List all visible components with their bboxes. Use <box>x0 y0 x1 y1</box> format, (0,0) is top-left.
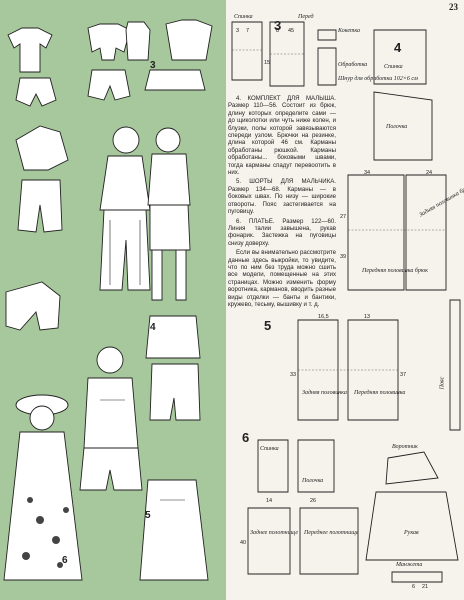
child-pants-sketch <box>99 209 151 291</box>
patterns-panel: 23 3 4 5 6 Спинка Перед Кокетка Обработк… <box>226 0 464 600</box>
girl-dress-sketch <box>3 431 83 581</box>
tank-top-sketch <box>165 19 213 61</box>
label-front-trouser: Передняя половинка брюк <box>362 268 428 274</box>
pattern-front-skirt <box>299 507 359 575</box>
pattern-back-trouser <box>347 174 405 291</box>
fig-number-6: 6 <box>62 555 68 566</box>
diagram-number-5: 5 <box>264 318 272 333</box>
label-sleeve: Рукав <box>404 530 419 536</box>
label-front-5: Передняя половинка <box>354 390 406 396</box>
diagram-number-6: 6 <box>242 430 250 445</box>
label-back-4: Спинка <box>384 64 403 70</box>
dim-label: 21 <box>422 584 429 590</box>
fig-number-5: 5 <box>145 510 151 521</box>
pattern-back-5 <box>297 319 339 421</box>
boy-shirt-sketch <box>83 377 139 449</box>
boy-shorts-sketch <box>79 447 143 491</box>
label-waistband: Пояс <box>439 376 446 390</box>
dim-label: 14 <box>266 498 273 504</box>
dim-label: 13 <box>364 314 371 320</box>
dim-label: 34 <box>364 170 371 176</box>
dim-label: 7 <box>246 28 250 34</box>
pattern-back-3 <box>231 21 263 81</box>
dim-label: 40 <box>240 540 247 546</box>
pants-small-sketch <box>87 69 131 101</box>
dim-label: 45 <box>288 28 295 34</box>
dim-label: 24 <box>426 170 433 176</box>
pattern-back-skirt <box>247 507 291 575</box>
label-front-4: Полочка <box>386 124 408 130</box>
pattern-front-3 <box>269 21 305 87</box>
diagram-number-3: 3 <box>274 18 282 33</box>
pattern-waistband <box>449 299 461 431</box>
dim-label: 8 <box>276 28 280 34</box>
label-cuff: Манжета <box>396 562 423 568</box>
label-front-6: Полочка <box>302 478 324 484</box>
dress-small-sketch <box>139 479 209 581</box>
child-top-sketch <box>99 155 151 211</box>
dim-label: 27 <box>340 214 347 220</box>
article-text: 4. КОМПЛЕКТ ДЛЯ МАЛЫША. Размер 110—56. С… <box>228 95 336 310</box>
shorts-sketch <box>15 77 57 107</box>
jacket-sketch <box>87 23 131 61</box>
article-paragraph-4: 4. КОМПЛЕКТ ДЛЯ МАЛЫША. Размер 110—56. С… <box>228 95 336 177</box>
article-paragraph-6: 6. ПЛАТЬЕ. Размер 122—60. Линия талии за… <box>228 217 336 247</box>
label-back-skirt: Заднее полотнище <box>250 530 298 536</box>
label-front-3: Перед <box>298 14 314 20</box>
fig-number-4: 4 <box>150 322 156 333</box>
fashion-illustrations <box>3 19 213 581</box>
article-paragraph-note: Если вы внимательно рассмотрите данные з… <box>228 249 336 308</box>
fig-number-3: 3 <box>150 60 156 71</box>
pattern-front-5 <box>347 319 399 421</box>
top-sketch <box>125 21 151 61</box>
dim-label: 15 <box>264 60 271 66</box>
label-trim: Обработка <box>338 62 368 68</box>
pattern-back-6 <box>257 439 289 493</box>
dim-label: 33 <box>290 372 297 378</box>
dim-label: 3 <box>236 28 240 34</box>
label-back-3: Спинка <box>234 14 253 20</box>
pattern-front-4 <box>373 91 433 161</box>
dim-label: 39 <box>340 254 347 260</box>
dim-label: 26 <box>310 498 317 504</box>
dim-label: 16,5 <box>318 314 329 320</box>
label-collar: Воротник <box>392 444 418 450</box>
label-back-5: Задняя половинка <box>302 390 347 396</box>
label-cord: Шнур для обработки 102×6 см <box>338 76 418 82</box>
dim-label: 37 <box>400 372 407 378</box>
diagram-number-4: 4 <box>394 40 402 55</box>
article-paragraph-5: 5. ШОРТЫ ДЛЯ МАЛЬЧИКА. Размер 134—68. Ка… <box>228 178 336 216</box>
dim-label: 6 <box>412 584 416 590</box>
label-back-6: Спинка <box>260 446 279 452</box>
blouse-sketch <box>7 27 53 73</box>
pattern-drawings <box>231 21 461 583</box>
label-front-skirt: Переднее полотнище <box>304 530 359 536</box>
pattern-back-4 <box>373 29 427 85</box>
child-head-sketch <box>112 126 140 154</box>
page-number: 23 <box>449 2 458 12</box>
label-yoke: Кокетка <box>338 28 360 34</box>
illustration-panel: 3 4 5 6 <box>0 0 226 600</box>
